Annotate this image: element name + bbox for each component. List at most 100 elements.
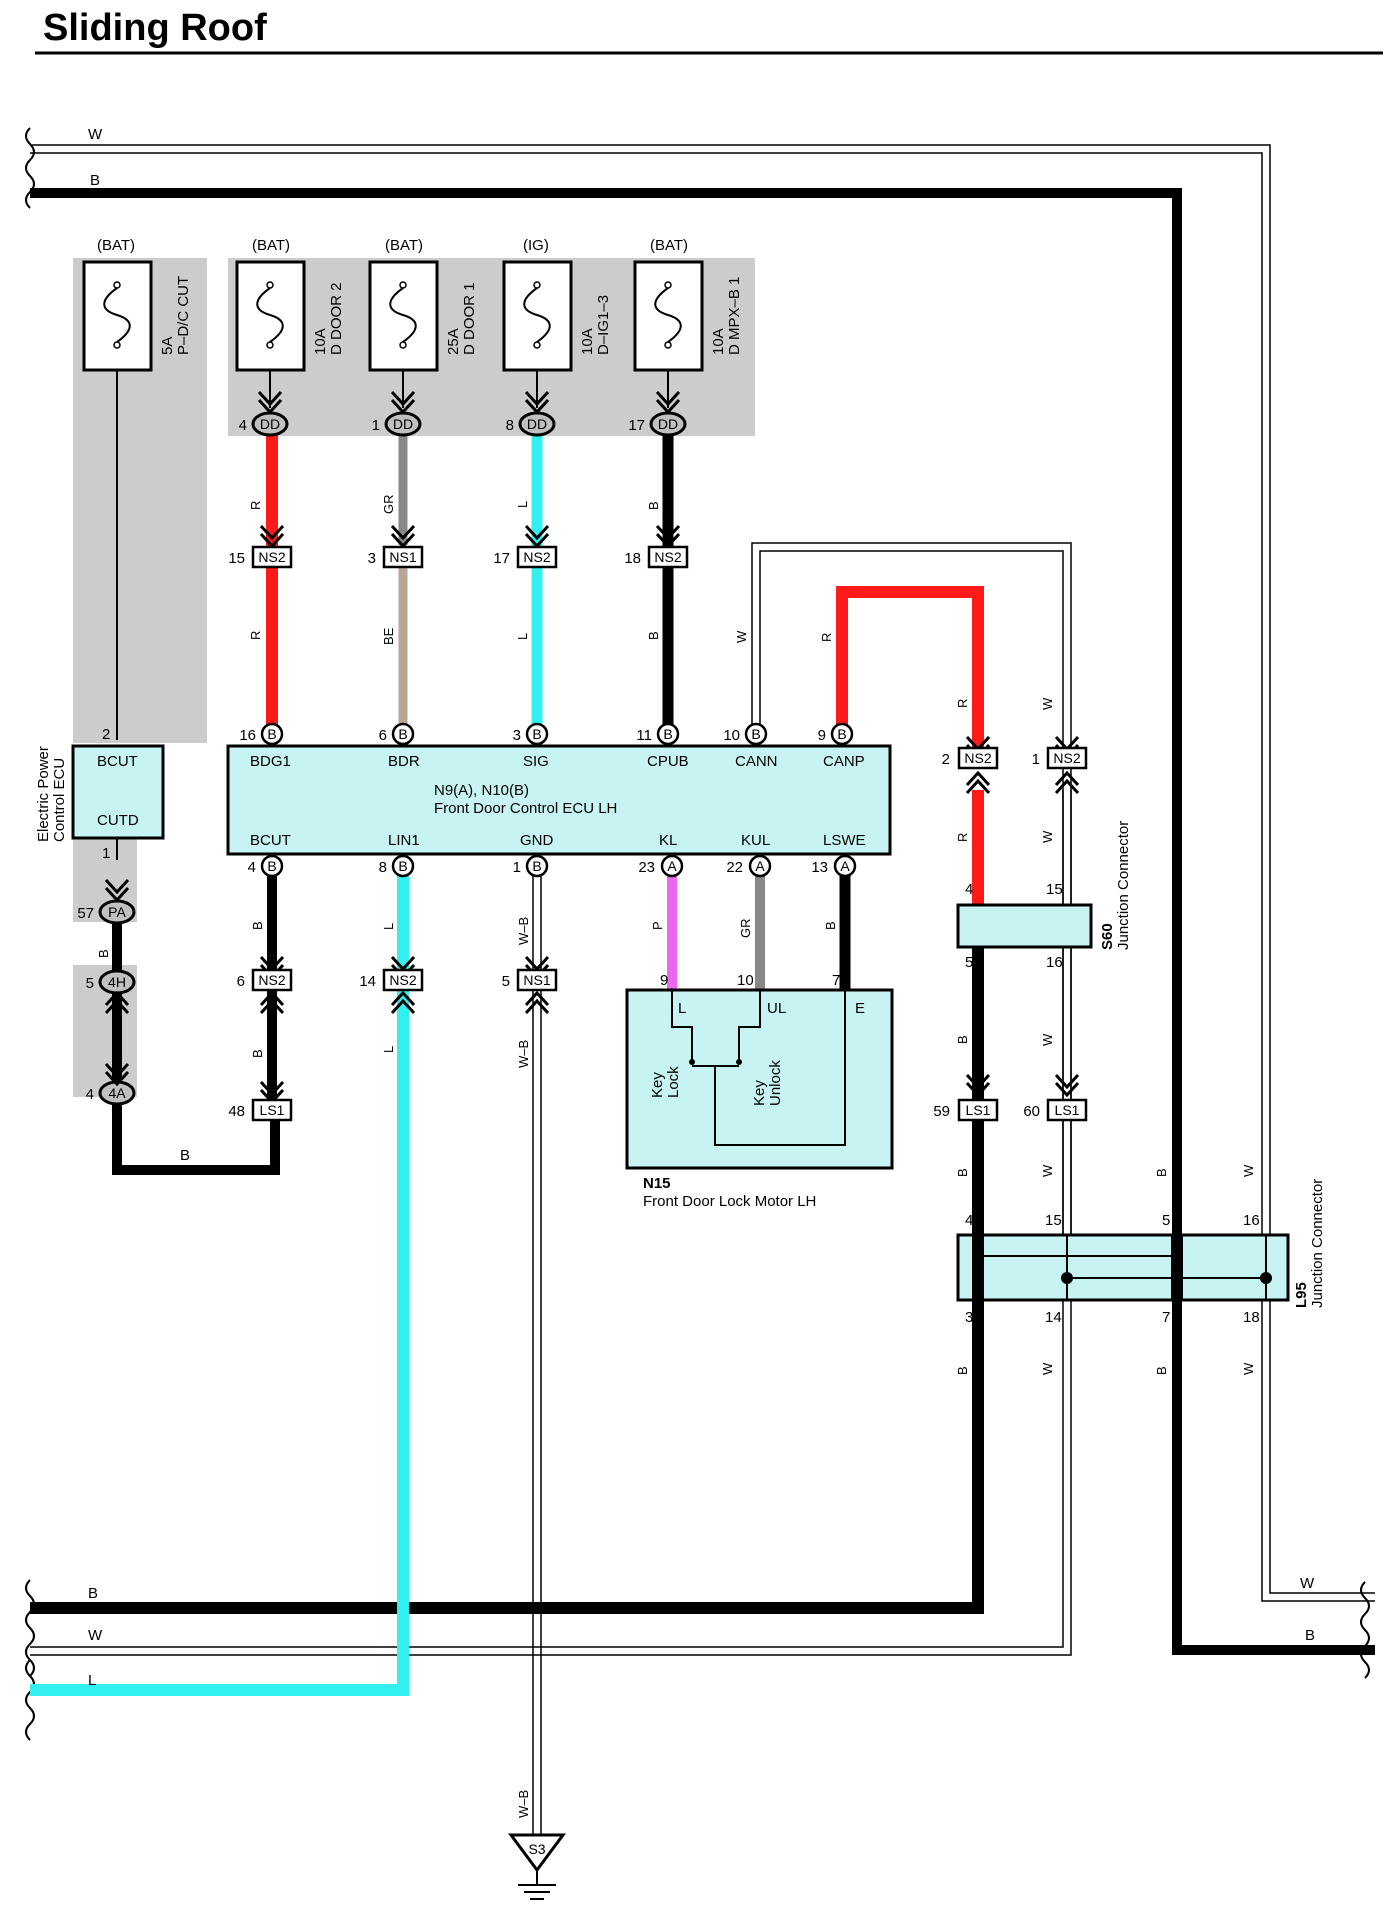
svg-text:1: 1 <box>102 845 110 862</box>
svg-text:S3: S3 <box>528 1841 545 1857</box>
epc-label-1: Electric Power <box>35 746 52 842</box>
motor-id: N15 <box>643 1175 671 1192</box>
svg-text:E: E <box>855 1000 865 1017</box>
svg-text:PA: PA <box>108 904 126 920</box>
svg-text:LS1: LS1 <box>966 1102 991 1118</box>
svg-text:3: 3 <box>965 1309 973 1326</box>
ns-right-connectors: NS2 2 NS2 1 <box>942 746 1088 770</box>
svg-text:NS2: NS2 <box>258 549 285 565</box>
svg-text:B: B <box>250 921 265 930</box>
svg-text:NS1: NS1 <box>523 972 550 988</box>
svg-text:B: B <box>267 726 276 742</box>
motor-name: Front Door Lock Motor LH <box>643 1193 816 1210</box>
ground-s3: S3 <box>508 1833 566 1900</box>
svg-text:B: B <box>1154 1366 1169 1375</box>
svg-text:W: W <box>1040 1164 1055 1177</box>
fuse-name-1: P–D/C CUT <box>175 276 192 355</box>
fuse-2 <box>235 260 306 372</box>
svg-text:NS1: NS1 <box>389 549 416 565</box>
fuse-1 <box>82 260 153 740</box>
ecu-top-terms: BDG1 BDR SIG CPUB CANN CANP <box>250 753 865 770</box>
svg-text:5: 5 <box>1162 1212 1170 1229</box>
l95-connector <box>956 1233 1290 1302</box>
svg-text:GR: GR <box>738 919 753 939</box>
svg-text:6: 6 <box>379 727 387 744</box>
svg-text:CANP: CANP <box>823 753 865 770</box>
svg-text:A: A <box>755 858 765 874</box>
svg-text:2: 2 <box>942 751 950 768</box>
svg-text:SIG: SIG <box>523 753 549 770</box>
svg-text:BCUT: BCUT <box>97 753 138 770</box>
svg-text:W: W <box>1040 1362 1055 1375</box>
dd-pin-2: 1 <box>372 417 380 434</box>
key-unlock-label-2: Unlock <box>767 1060 784 1106</box>
svg-text:1: 1 <box>1032 751 1040 768</box>
svg-text:B: B <box>837 726 846 742</box>
fuse-amp-1: 5A <box>159 337 176 355</box>
svg-text:NS2: NS2 <box>389 972 416 988</box>
svg-text:LS1: LS1 <box>1055 1102 1080 1118</box>
wire-gnd <box>532 866 542 1835</box>
svg-text:11: 11 <box>636 727 652 744</box>
s60-name: Junction Connector <box>1115 821 1132 950</box>
l95-name: Junction Connector <box>1309 1179 1326 1308</box>
svg-text:CUTD: CUTD <box>97 812 139 829</box>
svg-text:5: 5 <box>86 975 94 992</box>
svg-text:13: 13 <box>811 859 828 876</box>
svg-text:5: 5 <box>965 954 973 971</box>
svg-text:4H: 4H <box>108 974 126 990</box>
svg-text:B: B <box>267 858 276 874</box>
svg-text:B: B <box>646 501 661 510</box>
svg-text:10: 10 <box>723 727 740 744</box>
svg-text:BDR: BDR <box>388 753 420 770</box>
fuse-stubs <box>269 370 669 408</box>
fuse-supply-3: (BAT) <box>385 237 423 254</box>
wire-label-cann: W <box>734 630 749 643</box>
svg-text:L: L <box>381 923 396 930</box>
l95-id: L95 <box>1293 1282 1310 1308</box>
fuse-5 <box>633 260 704 372</box>
svg-text:NS2: NS2 <box>1053 750 1080 766</box>
svg-text:7: 7 <box>832 972 840 989</box>
svg-text:NS2: NS2 <box>258 972 285 988</box>
wires-top <box>266 435 674 735</box>
bus-l-label: L <box>88 1672 96 1689</box>
fuse-supply-2: (BAT) <box>252 237 290 254</box>
fuse-supply-5: (BAT) <box>650 237 688 254</box>
s60-id: S60 <box>1099 923 1116 950</box>
svg-text:6: 6 <box>237 973 245 990</box>
svg-text:DD: DD <box>527 416 547 432</box>
front-door-ecu <box>226 744 892 856</box>
fuse-supply-4: (IG) <box>523 237 549 254</box>
bus-b-top <box>30 188 1375 1655</box>
fuse-4 <box>502 260 573 372</box>
fuse-name-5: D MPX–B 1 <box>726 277 743 355</box>
svg-text:L: L <box>515 501 530 508</box>
ns-mid-connectors: NS2 6 NS2 14 NS1 5 <box>237 968 558 992</box>
svg-text:L: L <box>381 1046 396 1053</box>
svg-text:B: B <box>1154 1168 1169 1177</box>
svg-text:9: 9 <box>660 972 668 989</box>
svg-text:W: W <box>1040 1033 1055 1046</box>
ls1-left-connector: LS1 48 <box>228 1098 293 1122</box>
bus-w-label-right: W <box>1300 1575 1315 1592</box>
svg-text:NS2: NS2 <box>964 750 991 766</box>
svg-text:18: 18 <box>1243 1309 1260 1326</box>
s60-connector <box>956 903 1093 949</box>
ecu-main-name: Front Door Control ECU LH <box>434 800 617 817</box>
svg-text:48: 48 <box>228 1103 245 1120</box>
svg-text:B: B <box>250 1049 265 1058</box>
svg-text:B: B <box>96 949 111 958</box>
svg-text:DD: DD <box>393 416 413 432</box>
svg-text:R: R <box>955 699 970 708</box>
svg-text:W: W <box>1241 1362 1256 1375</box>
fuse-name-4: D–IG1–3 <box>595 295 612 355</box>
svg-text:4A: 4A <box>108 1085 126 1101</box>
ecu-top-pins: B 16 B 6 B 3 B 11 B 10 B 9 <box>239 722 854 746</box>
fuse-amp-5: 10A <box>710 328 727 355</box>
break-marks <box>25 127 1370 1741</box>
svg-text:4: 4 <box>965 1212 973 1229</box>
svg-text:5: 5 <box>502 973 510 990</box>
svg-text:NS2: NS2 <box>523 549 550 565</box>
svg-text:14: 14 <box>359 973 376 990</box>
